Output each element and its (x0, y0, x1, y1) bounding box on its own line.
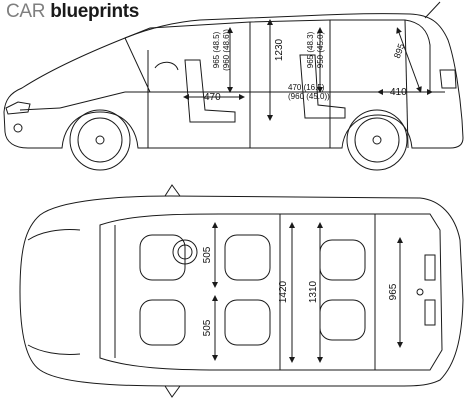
middle-seat-right (224, 299, 271, 346)
cargo-detail-bottom (424, 299, 436, 326)
dim-tail-height: 895 (392, 42, 407, 60)
side-view (3, 1, 464, 171)
dim-cargo-width: 965 (388, 283, 399, 300)
front-wheel (69, 109, 131, 171)
rear-wheel-rim (354, 117, 400, 163)
logo-car-text: CAR (6, 1, 46, 22)
cargo-hook (416, 288, 424, 296)
dim-hip-width: 1310 (308, 280, 319, 303)
middle-seat-left (224, 234, 271, 281)
dim-line-tail (396, 27, 422, 93)
rear-wheel (346, 109, 408, 171)
dim-front-head: 965 (48.5) (212, 31, 221, 68)
dim-rear-head: 965 (48.3) (306, 31, 315, 68)
dim-center-a: 470 (16.5) (288, 83, 325, 92)
front-seat-side (184, 59, 236, 123)
front-seat-right (139, 299, 186, 346)
dim-front-seat-width-bottom: 505 (202, 319, 213, 336)
tail-light (439, 69, 457, 89)
front-seat-left (139, 234, 186, 281)
rear-seat-right (319, 299, 366, 341)
hood-crease (59, 91, 126, 109)
rear-wheel-hub (372, 135, 382, 145)
hood-line (19, 107, 61, 111)
steering-wheel-top (172, 239, 198, 265)
steering-wheel-hub (177, 244, 193, 260)
headlight (5, 101, 31, 115)
rear-seat-left (319, 239, 366, 281)
cargo-detail-top (424, 254, 436, 281)
top-body-outline (19, 195, 464, 387)
cabin-outline (99, 213, 443, 371)
dim-center-b: (960 (45.0)) (288, 92, 330, 101)
fog-light (13, 123, 23, 133)
dim-front-knee: (960 (48.6)) (222, 29, 231, 71)
dim-height: 1230 (274, 38, 285, 61)
front-wheel-rim (77, 117, 123, 163)
front-wheel-hub (95, 135, 105, 145)
antenna (424, 1, 441, 19)
logo-blueprints-text: blueprints (50, 1, 140, 22)
car-blueprints-logo: CAR blueprints (6, 1, 139, 23)
dim-front-seat-width-top: 505 (202, 246, 213, 263)
rear-seat-side (299, 54, 346, 119)
headlight-bottom (27, 344, 81, 355)
mirror-right (164, 385, 181, 398)
mirror-left (164, 184, 181, 197)
headlight-top (27, 229, 81, 241)
window-line (124, 19, 431, 93)
steering-wheel-side (154, 61, 179, 71)
dim-cargo-length: 410 (390, 87, 407, 98)
dim-rear-knee: 950 (45.0) (316, 31, 325, 68)
dim-front-legroom: 470 (204, 92, 221, 103)
dim-shoulder-width: 1420 (278, 280, 289, 303)
top-view (19, 184, 464, 398)
